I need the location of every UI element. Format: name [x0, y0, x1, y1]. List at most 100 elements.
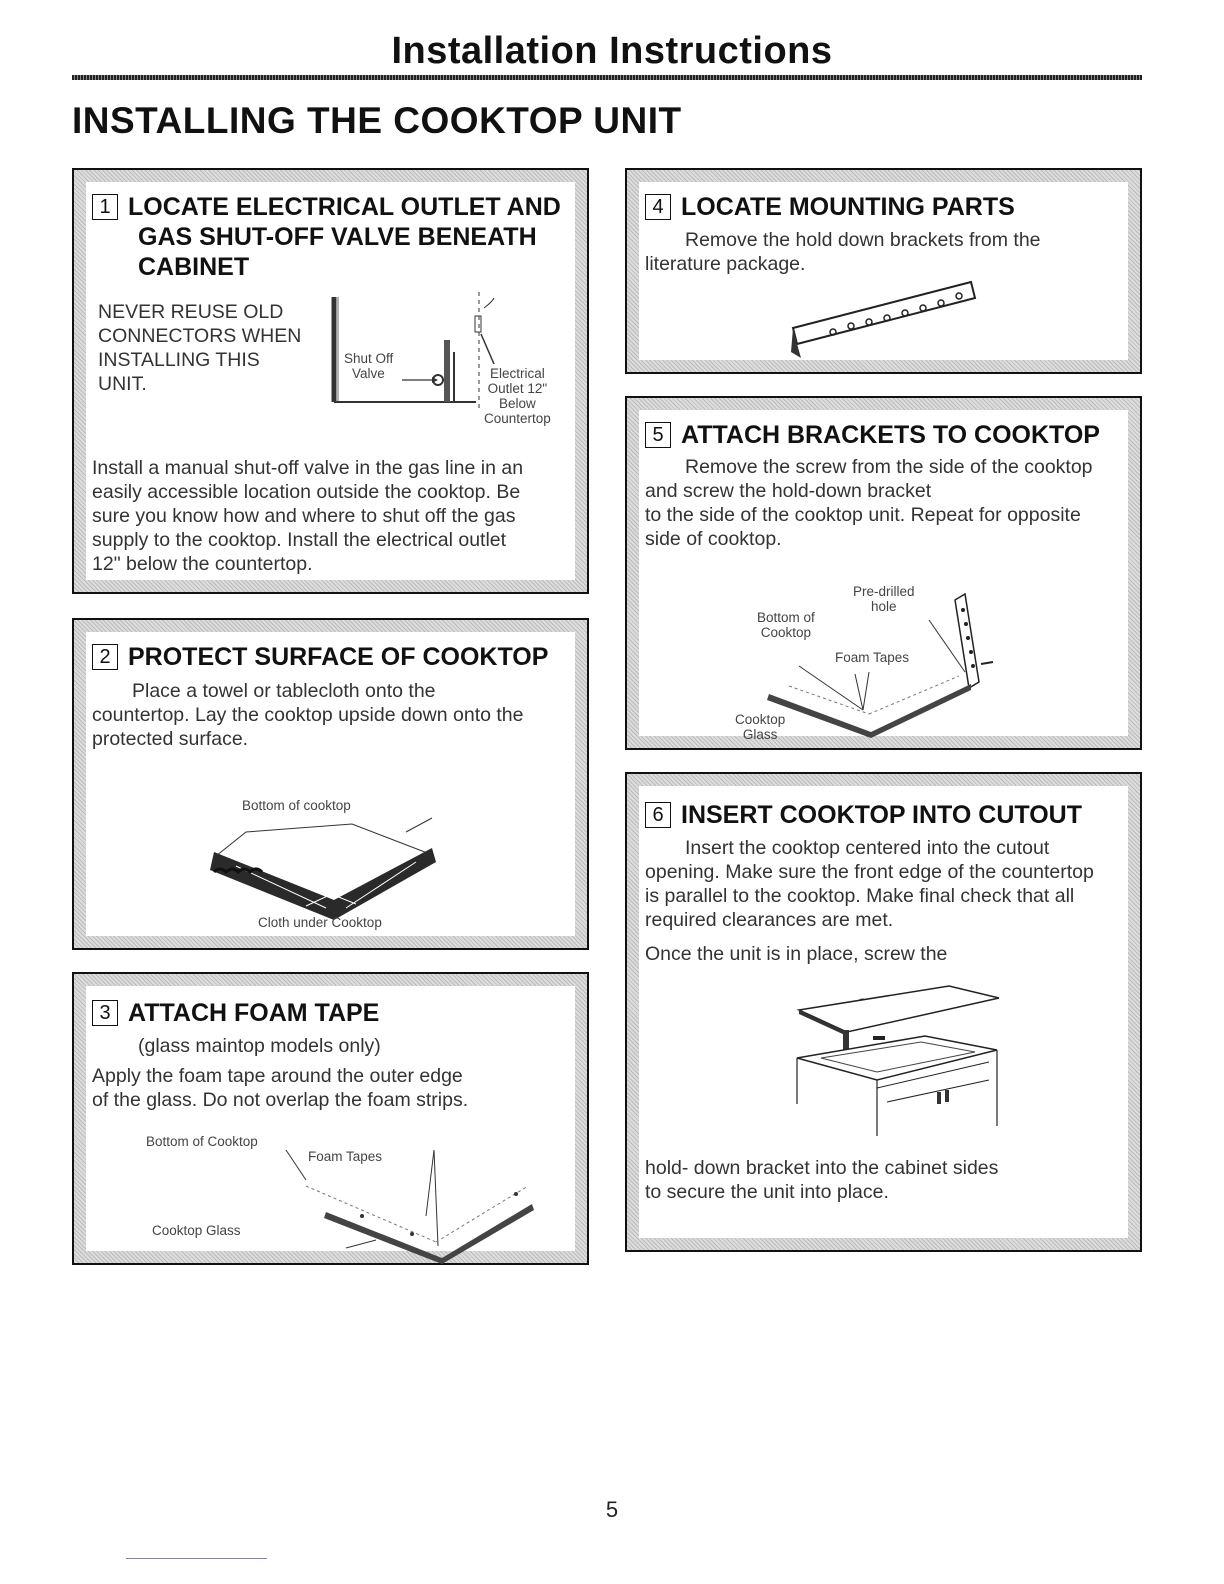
bottom-of-cooktop-label: Bottom of cooktop: [242, 798, 351, 813]
step-2-panel: 2 PROTECT SURFACE OF COOKTOP Place a towe…: [72, 618, 589, 950]
cooktop-glass-label: Cooktop Glass: [735, 712, 785, 742]
shut-off-label-line-2: Valve: [352, 366, 385, 381]
bracket-attach-diagram: [767, 592, 994, 738]
step-6-number: 6: [645, 802, 671, 828]
step-6-content: 6 INSERT COOKTOP INTO CUTOUT Insert the c…: [639, 786, 1128, 1238]
glass-label-line-2: Glass: [742, 727, 778, 742]
step-4-title: LOCATE MOUNTING PARTS: [681, 193, 1015, 221]
page-number: 5: [605, 1497, 619, 1522]
step-1-title-line-1: LOCATE ELECTRICAL OUTLET AND: [128, 193, 561, 221]
step-6-body-line-1: Insert the cooktop centered into the cut…: [685, 837, 1050, 859]
step-6-final-line-1: hold- down bracket into the cabinet side…: [645, 1157, 999, 1179]
step-3-body-line-1: Apply the foam tape around the outer edg…: [92, 1065, 463, 1087]
step-1-panel: 1 LOCATE ELECTRICAL OUTLET AND GAS SHUT-O…: [72, 168, 589, 594]
step-5-body-line-1: Remove the screw from the side of the co…: [685, 456, 1093, 478]
pre-drilled-label-line-2: hole: [871, 599, 897, 614]
step-6-final-line-2: to secure the unit into place.: [645, 1181, 889, 1203]
step-3-body-line-2: of the glass. Do not overlap the foam st…: [92, 1089, 469, 1111]
hold-down-bracket-diagram: [791, 280, 977, 358]
step-6-body-line-3: is parallel to the cooktop. Make final c…: [645, 885, 1075, 907]
cabinet-diagram: [331, 292, 495, 412]
foam-tapes-label: Foam Tapes: [835, 650, 910, 665]
step-2-body-line-2: countertop. Lay the cooktop upside down …: [92, 704, 524, 726]
step-6-title: INSERT COOKTOP INTO CUTOUT: [681, 801, 1082, 829]
warning-line-2: CONNECTORS WHEN: [98, 325, 302, 347]
step-4-body-line-1: Remove the hold down brackets from the: [685, 229, 1041, 251]
step-6-heading: 6 INSERT COOKTOP INTO CUTOUT: [645, 800, 1082, 830]
step-5-title: ATTACH BRACKETS TO COOKTOP: [681, 421, 1100, 449]
header-title: Installation Instructions: [391, 30, 833, 72]
step-1-body-line-2: easily accessible location outside the c…: [92, 481, 521, 503]
step-5-body: Remove the screw from the side of the co…: [645, 455, 1093, 551]
step-2-content: 2 PROTECT SURFACE OF COOKTOP Place a towe…: [86, 632, 575, 936]
outlet-label-line-1: Electrical: [490, 366, 545, 381]
step-4-panel: 4 LOCATE MOUNTING PARTS Remove the hold d…: [625, 168, 1142, 374]
warning-line-1: NEVER REUSE OLD: [98, 301, 284, 323]
outlet-label-line-3: Below: [499, 396, 536, 411]
step-2-heading: 2 PROTECT SURFACE OF COOKTOP: [92, 642, 548, 672]
step-1-body-line-5: 12" below the countertop.: [92, 553, 313, 575]
step-1-heading: 1 LOCATE ELECTRICAL OUTLET AND GAS SHUT-O…: [92, 192, 561, 282]
step-4-body-line-2: literature package.: [645, 253, 806, 275]
glass-label-line-1: Cooktop: [735, 712, 786, 727]
step-3-panel: 3 ATTACH FOAM TAPE (glass maintop models …: [72, 972, 589, 1265]
cloth-under-cooktop-diagram: [210, 817, 436, 920]
shut-off-label-line-1: Shut Off: [344, 351, 394, 366]
step-2-title: PROTECT SURFACE OF COOKTOP: [128, 643, 549, 671]
step-4-number: 4: [645, 194, 671, 220]
step-5-body-line-2: and screw the hold-down bracket: [645, 480, 932, 502]
step-1-title-line-2: GAS SHUT-OFF VALVE BENEATH: [138, 223, 537, 251]
bottom-of-cooktop-label: Bottom of Cooktop: [146, 1134, 258, 1149]
bottom-label-line-2: Cooktop: [760, 625, 812, 640]
step-4-heading: 4 LOCATE MOUNTING PARTS: [645, 192, 1015, 222]
step-1-warning: NEVER REUSE OLD CONNECTORS WHEN INSTALLI…: [98, 300, 301, 396]
step-1-body-line-3: sure you know how and where to shut off …: [92, 505, 516, 527]
step-1-title-line-3: CABINET: [138, 253, 250, 281]
step-5-body-line-3: to the side of the cooktop unit. Repeat …: [645, 504, 1081, 526]
page-title: INSTALLING THE COOKTOP UNIT: [72, 100, 682, 141]
outlet-label-line-4: Countertop: [484, 411, 551, 426]
step-3-content: 3 ATTACH FOAM TAPE (glass maintop models …: [86, 986, 575, 1264]
step-4-body: Remove the hold down brackets from the l…: [645, 228, 1041, 276]
step-2-body: Place a towel or tablecloth onto the cou…: [92, 679, 523, 751]
pre-drilled-label-line-1: Pre-drilled: [853, 584, 915, 599]
step-2-number: 2: [92, 644, 118, 670]
bottom-label-line-1: Bottom of: [757, 610, 815, 625]
step-1-body-line-1: Install a manual shut-off valve in the g…: [92, 457, 524, 479]
step-3-number: 3: [92, 1000, 118, 1026]
step-3-subtitle: (glass maintop models only): [138, 1035, 381, 1057]
step-2-body-line-1: Place a towel or tablecloth onto the: [132, 680, 436, 702]
step-3-title: ATTACH FOAM TAPE: [128, 999, 380, 1027]
electrical-outlet-label: Electrical Outlet 12" Below Countertop: [484, 366, 551, 426]
foam-tape-diagram: [285, 1149, 534, 1264]
step-6-body-final: hold- down bracket into the cabinet side…: [645, 1156, 998, 1204]
step-6-body: Insert the cooktop centered into the cut…: [645, 836, 1094, 932]
cooktop-glass-label: Cooktop Glass: [152, 1223, 241, 1238]
step-1-content: 1 LOCATE ELECTRICAL OUTLET AND GAS SHUT-O…: [86, 182, 575, 580]
warning-line-3: INSTALLING THIS: [98, 349, 260, 371]
pre-drilled-hole-label: Pre-drilled hole: [853, 584, 915, 614]
outlet-label-line-2: Outlet 12": [487, 381, 548, 396]
footer-rule: [126, 1558, 267, 1559]
step-1-number: 1: [92, 194, 118, 220]
step-6-body-line-4: required clearances are met.: [645, 909, 894, 931]
cooktop-insert-diagram: [796, 985, 1000, 1136]
step-6-body-continued: Once the unit is in place, screw the: [645, 943, 948, 965]
bottom-of-cooktop-label: Bottom of Cooktop: [757, 610, 815, 640]
step-2-body-line-3: protected surface.: [92, 728, 249, 750]
step-1-body: Install a manual shut-off valve in the g…: [92, 456, 523, 576]
step-1-body-line-4: supply to the cooktop. Install the elect…: [92, 529, 507, 551]
header-rule: [72, 75, 1142, 80]
step-5-body-line-4: side of cooktop.: [645, 528, 782, 550]
step-3-body: Apply the foam tape around the outer edg…: [92, 1064, 468, 1112]
foam-tapes-label: Foam Tapes: [308, 1149, 383, 1164]
shut-off-valve-label: Shut Off Valve: [344, 351, 393, 381]
warning-line-4: UNIT.: [98, 373, 147, 395]
step-4-content: 4 LOCATE MOUNTING PARTS Remove the hold d…: [639, 182, 1128, 360]
cloth-under-cooktop-label: Cloth under Cooktop: [258, 915, 382, 930]
step-3-heading: 3 ATTACH FOAM TAPE: [92, 998, 379, 1028]
step-6-body-line-2: opening. Make sure the front edge of the…: [645, 861, 1094, 883]
